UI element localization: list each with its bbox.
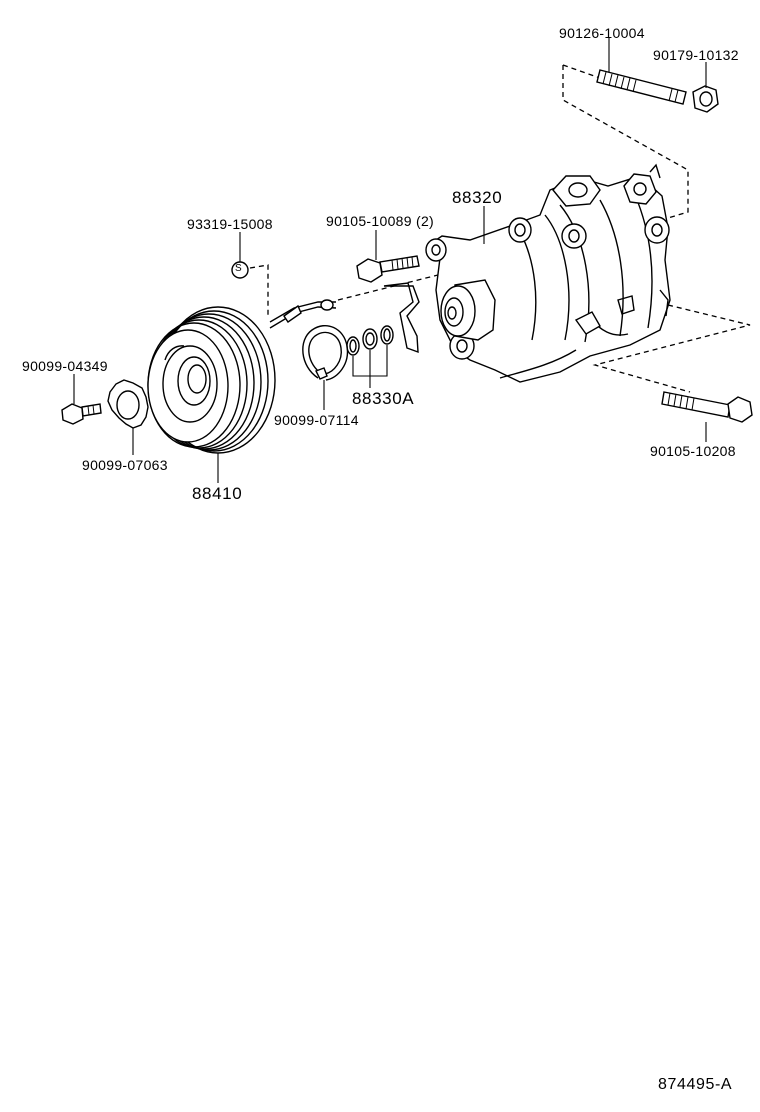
washer-icon — [346, 325, 394, 356]
label-90179-10132: 90179-10132 — [653, 47, 739, 63]
label-93319-15008: 93319-15008 — [187, 216, 273, 232]
label-90105-10089: 90105-10089 (2) — [326, 213, 435, 229]
label-90099-04349: 90099-04349 — [22, 358, 108, 374]
hex-nut-icon — [692, 85, 719, 113]
small-bolt-icon — [61, 403, 102, 425]
label-90105-10208: 90105-10208 — [650, 443, 736, 459]
leader-lines — [73, 38, 707, 483]
diagram-reference-number: 874495-A — [658, 1076, 733, 1093]
assembly-dashed-lines — [249, 64, 751, 393]
snap-ring-icon — [302, 325, 349, 381]
sticker-letter: S — [235, 263, 242, 274]
long-bolt-icon — [661, 391, 753, 423]
flange-bolt-icon — [356, 255, 420, 283]
ac-compressor-icon — [425, 163, 671, 383]
label-90126-10004: 90126-10004 — [559, 25, 645, 41]
bracket-icon — [269, 282, 420, 354]
stud-bolt-icon — [596, 69, 687, 105]
label-88320: 88320 — [452, 188, 503, 207]
label-88410: 88410 — [192, 484, 243, 503]
shim-washer-icon — [107, 379, 149, 429]
label-90099-07063: 90099-07063 — [82, 457, 168, 473]
label-90099-07114: 90099-07114 — [274, 412, 359, 428]
magnet-clutch-pulley-icon — [147, 306, 276, 454]
label-88330A: 88330A — [352, 389, 415, 408]
